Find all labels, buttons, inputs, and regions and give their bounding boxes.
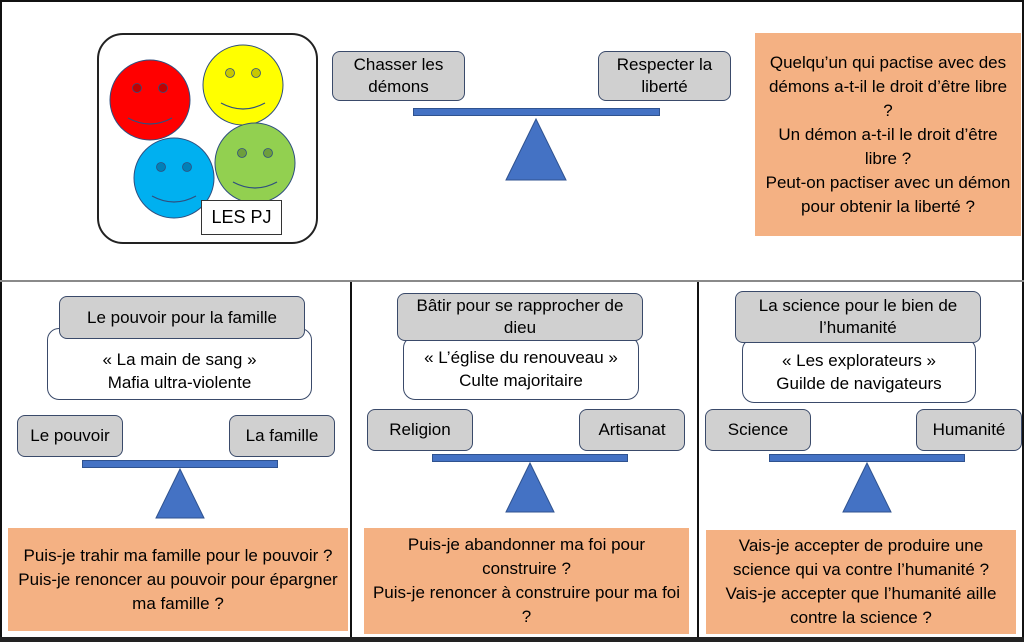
- balance-beam: [432, 454, 628, 462]
- question-1: Puis-je abandonner ma foi pour construir…: [407, 535, 646, 578]
- balance-right-label: Respecter la liberté: [598, 51, 731, 101]
- smiley-blue-icon: [133, 137, 215, 219]
- question-2: Puis-je renoncer au pouvoir pour épargne…: [18, 569, 338, 613]
- balance-left-label: Science: [705, 409, 811, 451]
- faction-questions-box: Vais-je accepter de produire une science…: [706, 530, 1016, 634]
- faction-motto: Bâtir pour se rapprocher de dieu: [397, 293, 643, 341]
- top-questions-box: Quelqu’un qui pactise avec des démons a-…: [755, 33, 1021, 236]
- faction-name: « La main de sang »: [102, 350, 257, 369]
- question-2: Vais-je accepter que l’humanité aille co…: [725, 584, 997, 627]
- question-1: Puis-je trahir ma famille pour le pouvoi…: [23, 545, 333, 565]
- faction-info-box: « La main de sang » Mafia ultra-violente: [47, 328, 312, 400]
- balance-left-label: Religion: [367, 409, 473, 451]
- balance-left-label: Le pouvoir: [17, 415, 123, 457]
- balance-beam: [413, 108, 660, 116]
- balance-fulcrum-icon: [842, 461, 892, 513]
- faction-info-box: « L’église du renouveau » Culte majorita…: [403, 336, 639, 400]
- question-3: Peut-on pactiser avec un démon pour obte…: [765, 172, 1011, 216]
- balance-right-label: Artisanat: [579, 409, 685, 451]
- vertical-divider-1: [350, 282, 352, 640]
- vertical-divider-2: [697, 282, 699, 640]
- faction-description: Guilde de navigateurs: [776, 373, 942, 393]
- horizontal-divider: [0, 280, 1024, 282]
- characters-label: LES PJ: [201, 200, 282, 235]
- faction-name: « Les explorateurs »: [781, 350, 937, 370]
- question-1: Vais-je accepter de produire une science…: [732, 536, 990, 579]
- smiley-red-icon: [109, 59, 191, 141]
- balance-fulcrum-icon: [505, 117, 567, 181]
- balance-beam: [82, 460, 278, 468]
- faction-questions-box: Puis-je trahir ma famille pour le pouvoi…: [8, 528, 348, 631]
- balance-right-label: La famille: [229, 415, 335, 457]
- balance-left-label: Chasser les démons: [332, 51, 465, 101]
- smiley-yellow-icon: [202, 44, 284, 126]
- smileys-group: [109, 44, 296, 219]
- faction-motto: La science pour le bien de l’humanité: [735, 291, 981, 343]
- faction-name: « L’église du renouveau »: [424, 348, 618, 367]
- balance-beam: [769, 454, 965, 462]
- smiley-green-icon: [214, 122, 296, 204]
- question-2: Un démon a-t-il le droit d’être libre ?: [778, 124, 998, 168]
- bottom-border: [0, 637, 1024, 642]
- question-2: Puis-je renoncer à construire pour ma fo…: [372, 583, 681, 626]
- faction-questions-box: Puis-je abandonner ma foi pour construir…: [364, 528, 689, 634]
- faction-description: Culte majoritaire: [459, 371, 583, 390]
- faction-info-box: « Les explorateurs » Guilde de navigateu…: [742, 338, 976, 403]
- balance-fulcrum-icon: [505, 461, 555, 513]
- faction-description: Mafia ultra-violente: [107, 373, 252, 392]
- balance-right-label: Humanité: [916, 409, 1022, 451]
- faction-motto: Le pouvoir pour la famille: [59, 296, 305, 339]
- question-1: Quelqu’un qui pactise avec des démons a-…: [768, 52, 1008, 120]
- balance-fulcrum-icon: [155, 467, 205, 519]
